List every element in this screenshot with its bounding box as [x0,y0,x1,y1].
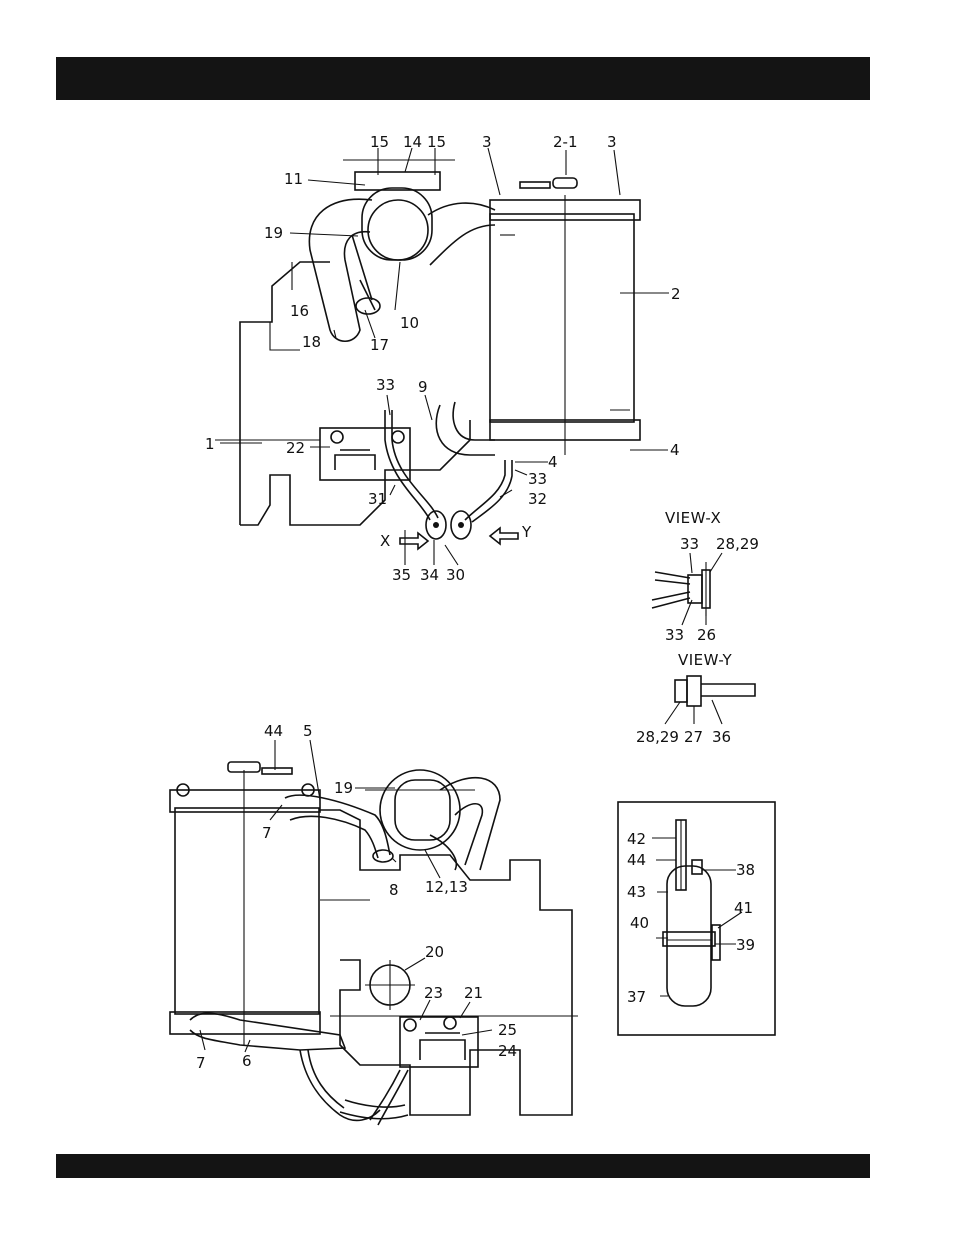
bottom-label-21: 21 [464,984,483,1002]
label-10: 10 [400,314,419,332]
label-15: 15 [370,133,389,151]
label-32: 32 [528,490,547,508]
arrow-x-label: X [380,532,391,550]
label-3: 3 [482,133,492,151]
label-35: 35 [392,566,411,584]
label-4: 4 [670,441,680,459]
inset-label-44: 44 [627,851,646,869]
label-3: 3 [607,133,617,151]
label-31: 31 [368,490,387,508]
view-y-label-36: 36 [712,728,731,746]
label-4: 4 [548,453,558,471]
label-2: 2 [671,285,681,303]
label-33: 33 [528,470,547,488]
label-34: 34 [420,566,439,584]
label-11: 11 [284,170,303,188]
bottom-label-7: 7 [262,824,272,842]
bottom-label-6: 6 [242,1052,252,1070]
inset-label-39: 39 [736,936,755,954]
bottom-label-25: 25 [498,1021,517,1039]
label-22: 22 [286,439,305,457]
label-14: 14 [403,133,422,151]
label-15: 15 [427,133,446,151]
inset-label-42: 42 [627,830,646,848]
label-9: 9 [418,378,428,396]
view-x-label-33: 33 [680,535,699,553]
bottom-label-8: 8 [389,881,399,899]
bottom-engine-view: 44 5 19 7 8 12,13 20 23 21 25 24 7 6 [170,722,578,1125]
bottom-label-7: 7 [196,1054,206,1072]
view-y-detail: VIEW-Y 28,29 27 36 [636,651,755,746]
view-x-detail: VIEW-X 33 28,29 33 26 [652,509,759,644]
bottom-label-19: 19 [334,779,353,797]
label-16: 16 [290,302,309,320]
arrow-y-label: Y [521,523,532,541]
label-19: 19 [264,224,283,242]
bottom-label-20: 20 [425,943,444,961]
view-x-label-33: 33 [665,626,684,644]
label-33: 33 [376,376,395,394]
view-y-title: VIEW-Y [678,651,733,669]
view-y-label-28-29: 28,29 [636,728,679,746]
inset-label-38: 38 [736,861,755,879]
top-engine-view: X Y 15 14 15 3 2-1 3 11 19 16 18 17 10 2… [205,133,681,584]
inset-label-37: 37 [627,988,646,1006]
inset-label-43: 43 [627,883,646,901]
view-x-label-26: 26 [697,626,716,644]
label-2-1: 2-1 [553,133,578,151]
bottom-label-24: 24 [498,1042,517,1060]
bottom-label-5: 5 [303,722,313,740]
label-1: 1 [205,435,215,453]
label-30: 30 [446,566,465,584]
view-x-title: VIEW-X [665,509,721,527]
label-17: 17 [370,336,389,354]
inset-label-40: 40 [630,914,649,932]
view-x-label-28-29: 28,29 [716,535,759,553]
view-y-label-27: 27 [684,728,703,746]
bottom-label-23: 23 [424,984,443,1002]
inset-label-41: 41 [734,899,753,917]
reservoir-inset: 42 44 38 43 41 40 39 37 [618,802,775,1035]
bottom-label-12-13: 12,13 [425,878,468,896]
bottom-label-44: 44 [264,722,283,740]
label-18: 18 [302,333,321,351]
